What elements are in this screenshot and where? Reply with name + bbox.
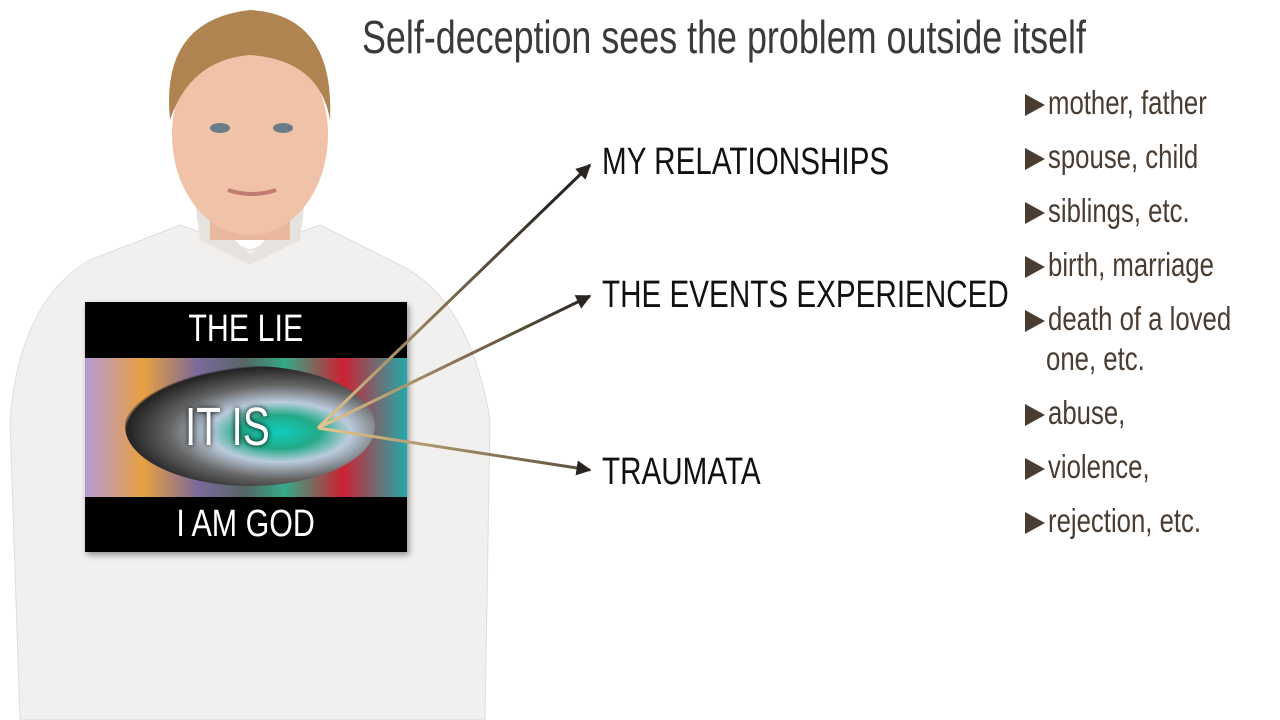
- arrow-traumata: [317, 426, 592, 476]
- bottom-band: I AM GOD: [85, 497, 407, 552]
- triangle-bullet-icon: [1025, 458, 1045, 480]
- slide-title: Self-deception sees the problem outside …: [362, 11, 1086, 63]
- it-is-text: IT IS: [185, 397, 270, 457]
- label-events: THE EVENTS EXPERIENCED: [602, 274, 1009, 316]
- label-relationships: MY RELATIONSHIPS: [602, 141, 890, 183]
- i-am-god-text: I AM GOD: [176, 503, 316, 545]
- label-traumata: TRAUMATA: [602, 451, 761, 493]
- top-band: THE LIE: [85, 302, 407, 358]
- triangle-bullet-icon: [1025, 512, 1045, 534]
- triangle-bullet-icon: [1025, 310, 1045, 332]
- arrow-events: [317, 294, 592, 430]
- eye-mosaic-image: IT IS: [85, 358, 407, 497]
- triangle-bullet-icon: [1025, 256, 1045, 278]
- the-lie-text: THE LIE: [188, 308, 304, 350]
- arrow-relationships: [316, 163, 592, 430]
- triangle-bullet-icon: [1025, 404, 1045, 426]
- triangle-bullet-icon: [1025, 148, 1045, 170]
- triangle-bullet-icon: [1025, 202, 1045, 224]
- the-lie-card: THE LIE IT IS I AM GOD: [85, 302, 407, 552]
- triangle-bullet-icon: [1025, 94, 1045, 116]
